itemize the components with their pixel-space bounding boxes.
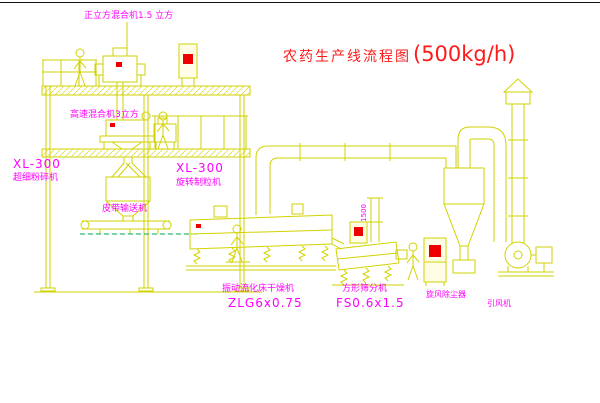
cyclone-separator bbox=[443, 140, 485, 274]
pulverizer-hopper bbox=[105, 176, 151, 221]
control-cabinet bbox=[423, 237, 447, 286]
label-granulator-model: XL-300 bbox=[176, 161, 224, 175]
label-belt-conveyor: 皮带输送机 bbox=[102, 204, 148, 214]
label-mill-model: XL-300 bbox=[13, 157, 61, 171]
rotary-granulator bbox=[153, 117, 177, 149]
building-frame bbox=[34, 59, 262, 293]
control-panel-sieve bbox=[349, 221, 368, 244]
label-fan-name: 引风机 bbox=[487, 299, 511, 308]
label-dim-1500: 1500 bbox=[360, 204, 368, 222]
cyclone-outlet-duct bbox=[457, 126, 507, 242]
discharge-y-pipe bbox=[111, 157, 147, 178]
title-text: 农药生产线流程图 bbox=[283, 49, 411, 65]
label-dryer-name: 振动流化床干燥机 bbox=[222, 284, 295, 294]
belt-conveyor bbox=[80, 220, 172, 234]
cube-mixer bbox=[94, 47, 146, 120]
label-dryer-model: ZLG6x0.75 bbox=[228, 296, 303, 310]
label-sieve-name: 方形筛分机 bbox=[342, 284, 388, 294]
square-sieve bbox=[332, 241, 408, 286]
sieve-standpipe bbox=[367, 197, 383, 242]
title-capacity: (500kg/h) bbox=[413, 42, 516, 66]
dryer-discharge-chute bbox=[331, 237, 345, 250]
fluid-bed-dryer bbox=[186, 203, 336, 271]
control-panel-upper bbox=[178, 43, 198, 86]
label-cyclone-name: 旋风除尘器 bbox=[426, 290, 466, 299]
person-ground bbox=[226, 224, 250, 263]
label-high-speed-mixer: 高速混合机3立方 bbox=[70, 110, 139, 120]
person-top-floor bbox=[73, 48, 87, 87]
exhaust-duct bbox=[255, 143, 457, 215]
induced-draft-fan bbox=[498, 241, 554, 277]
railing-top bbox=[42, 59, 97, 86]
label-sieve-model: FS0.6x1.5 bbox=[336, 296, 405, 310]
label-cube-mixer: 正立方混合机1.5 立方 bbox=[84, 11, 174, 21]
railing-mid bbox=[152, 115, 248, 149]
label-mill-name: 超细粉碎机 bbox=[13, 173, 59, 183]
label-granulator-name: 旋转制粒机 bbox=[176, 178, 222, 188]
person-near-sieve bbox=[406, 242, 420, 281]
exhaust-stack bbox=[502, 78, 534, 243]
diagram-title: 农药生产线流程图 (500kg/h) bbox=[283, 42, 515, 66]
